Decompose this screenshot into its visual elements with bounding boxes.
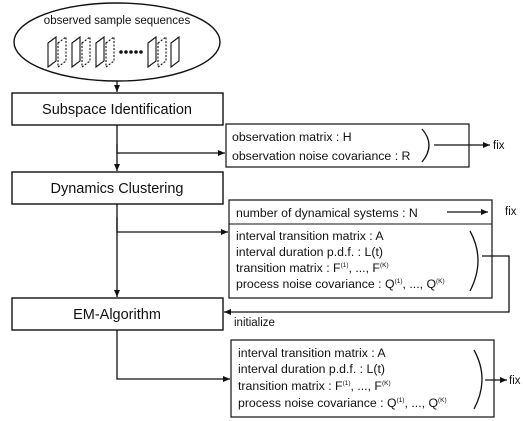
interval-transition-text-3: interval transition matrix : A [238,346,386,360]
interval-transition-text-2: interval transition matrix : A [236,229,384,243]
dynamics-clustering-box [11,171,224,205]
flow-arrow-em [116,330,230,382]
num-systems-fix-label: fix [505,206,517,218]
box1-bracket [421,128,430,163]
num-systems-text: number of dynamical systems : N [236,206,418,220]
box1-fix-label: fix [493,140,505,152]
observation-matrix-text: observation matrix : H [232,130,352,144]
branch-arrow-box2 [116,217,228,235]
estimated-params-box [230,339,495,418]
sample-frames-icon [47,35,180,69]
transition-matrix-text-3: transition matrix : F(1), ..., F(K) [238,379,391,393]
dynamics-clustering-label: Dynamics Clustering [51,181,184,197]
em-algorithm-label: EM-Algorithm [73,307,161,323]
interval-duration-text-2: interval duration p.d.f. : L(t) [236,245,383,259]
ellipsis-dots [119,50,143,54]
initialize-arrow [224,255,510,315]
em-algorithm-box [11,297,224,331]
interval-duration-text-3: interval duration p.d.f. : L(t) [238,362,385,376]
box3-bracket [473,349,483,410]
process-noise-text-2: process noise covariance : Q(1), ..., Q(… [236,277,445,291]
box2-bracket [469,230,479,292]
process-noise-text-3: process noise covariance : Q(1), ..., Q(… [238,396,447,410]
transition-matrix-text-2: transition matrix : F(1), ..., F(K) [236,261,389,275]
input-label: observed sample sequences [44,15,191,27]
box3-fix-label: fix [509,375,521,387]
subspace-identification-label: Subspace Identification [42,102,192,118]
branch-arrow-box1 [116,144,225,156]
observation-noise-text: observation noise covariance : R [232,149,411,163]
initialize-label: initialize [234,317,275,329]
dynamics-params-box [228,199,493,299]
